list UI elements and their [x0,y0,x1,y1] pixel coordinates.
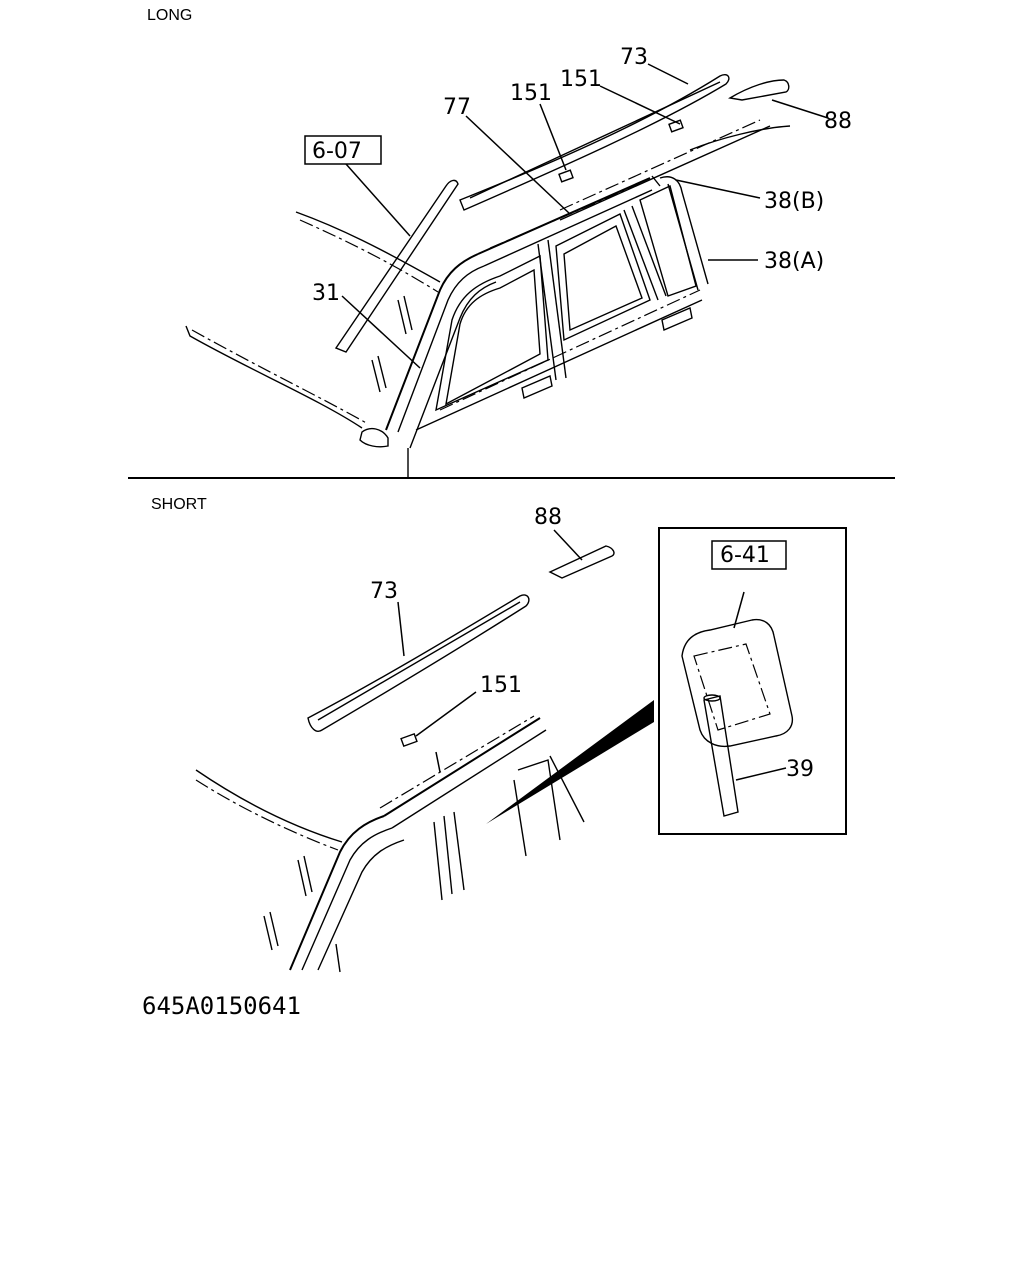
callout-long-151b: 151 [560,67,602,92]
inset-frame [658,527,847,835]
callout-long-ref-6-07: 6-07 [312,139,362,164]
callout-long-151a: 151 [510,81,552,106]
callout-long-88: 88 [824,109,852,134]
section-label-short: SHORT [151,496,207,513]
callout-short-39: 39 [786,757,814,782]
callout-long-38b: 38(B) [764,189,824,214]
short-vehicle-drawing [195,545,654,973]
section-label-long: LONG [147,7,192,24]
figure-code: 645A0150641 [142,992,301,1020]
callout-short-151: 151 [480,673,522,698]
inset-pointer [486,700,654,824]
callout-short-ref-6-41: 6-41 [720,543,770,568]
callout-short-88: 88 [534,505,562,530]
inset-detail [658,527,847,835]
callout-long-73: 73 [620,45,648,70]
callout-long-77: 77 [443,95,471,120]
short-leader-lines [397,529,583,773]
ref-box-6-07 [304,135,382,165]
callout-long-38a: 38(A) [764,249,824,274]
callout-long-31: 31 [312,281,340,306]
ref-box-6-41 [711,540,787,570]
long-vehicle-drawing [185,74,791,478]
long-leader-lines [341,63,829,369]
callout-short-73: 73 [370,579,398,604]
